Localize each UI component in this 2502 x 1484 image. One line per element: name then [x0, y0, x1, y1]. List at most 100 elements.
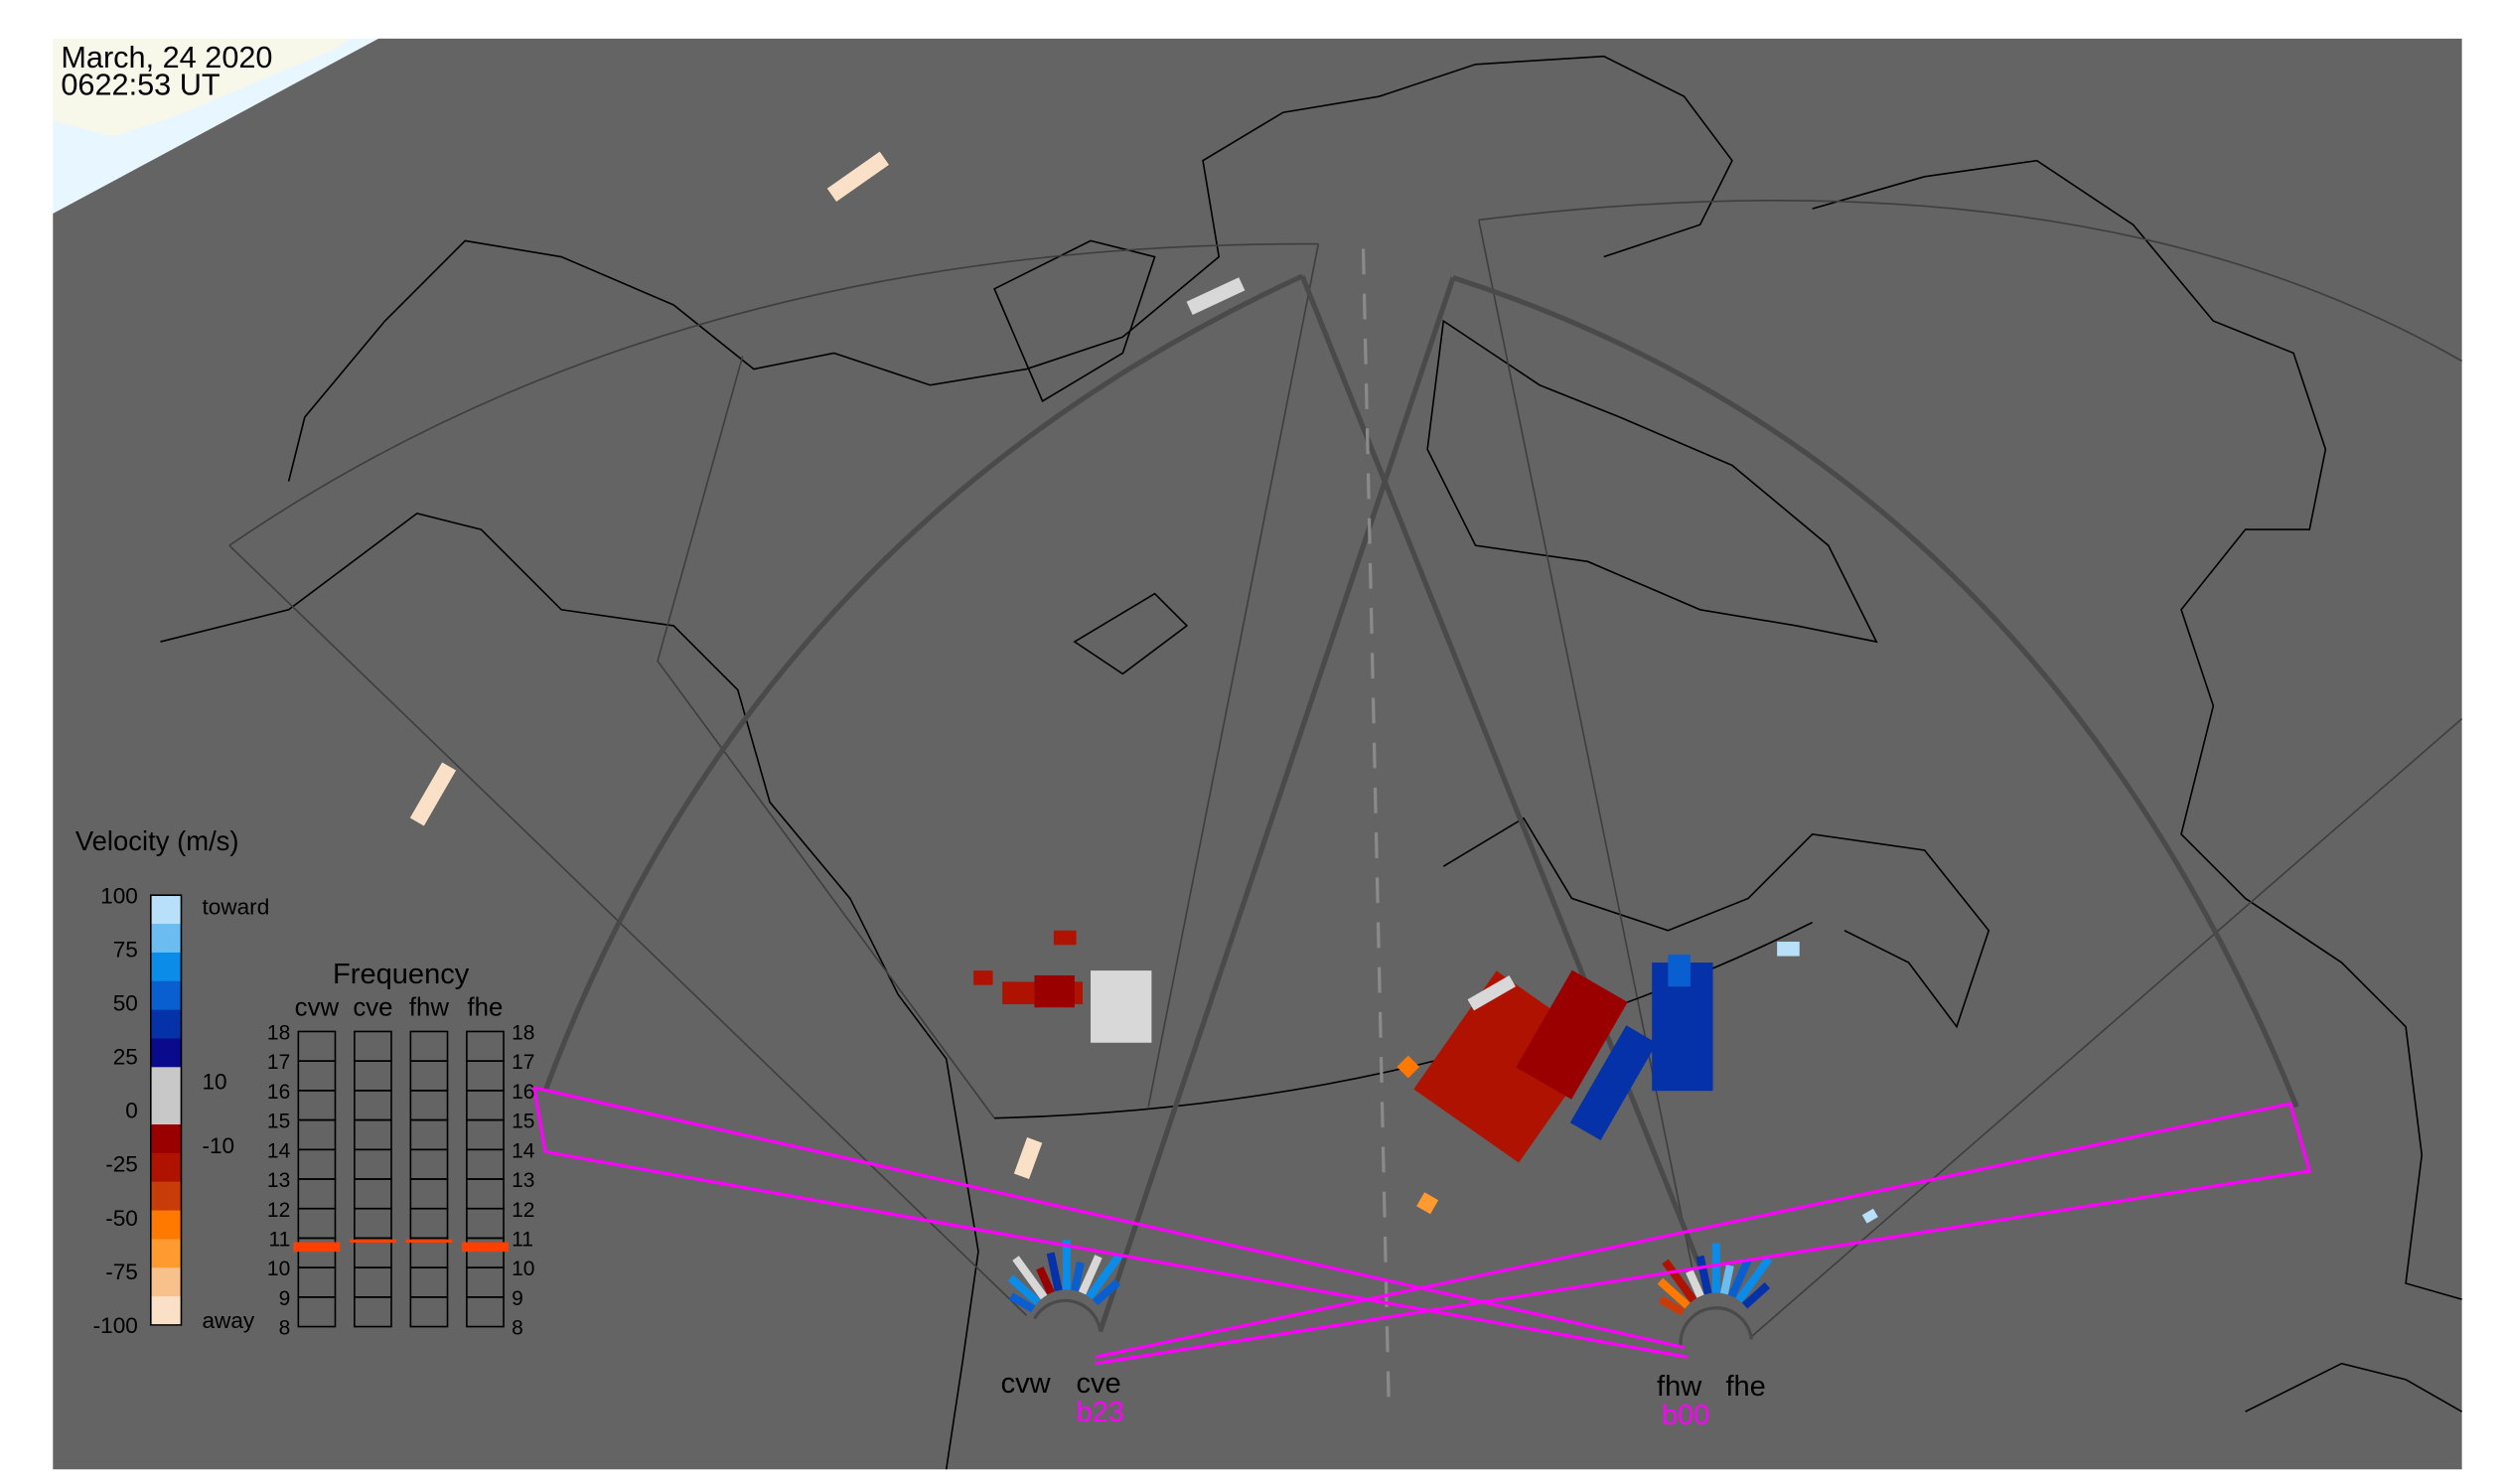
velocity-cell: [1091, 970, 1152, 1043]
frequency-marker: [462, 1242, 509, 1253]
velocity-cell: [1569, 1025, 1658, 1140]
velocity-beam-cell: [1070, 1261, 1085, 1292]
site-label-fhe: fhe: [1725, 1371, 1765, 1403]
frequency-axis-tick: 8: [279, 1317, 291, 1340]
frequency-axis-tick: 18: [512, 1022, 534, 1045]
colorbar-tick: 0: [125, 1099, 138, 1123]
velocity-cell: [1516, 969, 1628, 1100]
frequency-axis-tick: 13: [512, 1169, 534, 1192]
colorbar-toward-label: toward: [202, 895, 269, 920]
frequency-cell: [466, 1296, 505, 1328]
colorbar-away-label: away: [202, 1308, 254, 1333]
velocity-cell: [1186, 277, 1246, 315]
colorbar-tick: 50: [113, 990, 138, 1015]
frequency-axis-tick: 17: [267, 1051, 290, 1074]
frequency-title: Frequency: [333, 959, 470, 990]
velocity-cell: [826, 151, 889, 202]
velocity-beam-cell: [1658, 1295, 1686, 1316]
time-label: 0622:53 UT: [61, 67, 221, 101]
beam-outlines: [532, 1086, 2312, 1366]
frequency-axis-tick: 10: [512, 1258, 534, 1280]
colorbar-segment: [150, 1210, 182, 1241]
colorbar-segment: [150, 1038, 182, 1069]
fov-outlines: [228, 200, 2463, 1412]
colorbar-segment: [150, 1267, 182, 1297]
velocity-cell: [1397, 1055, 1420, 1079]
map-background-land: [53, 38, 349, 137]
frequency-marker: [293, 1242, 341, 1253]
velocity-beam-cell: [1078, 1255, 1103, 1295]
velocity-beam-cell: [1008, 1292, 1036, 1313]
frequency-cell: [354, 1296, 392, 1328]
velocity-beam-cell: [1657, 1277, 1691, 1309]
velocity-cell: [1668, 954, 1691, 987]
frequency-axis-tick: 8: [512, 1317, 523, 1340]
frequency-cell: [297, 1296, 337, 1328]
velocity-beam-cell: [1662, 1259, 1697, 1303]
frequency-axis-tick: 15: [267, 1111, 290, 1133]
velocity-beam-cell: [1727, 1258, 1752, 1298]
site-label-cve: cve: [1076, 1368, 1120, 1400]
colorbar-segment: [150, 895, 182, 925]
frequency-marker: [350, 1239, 396, 1244]
frequency-axis-tick: 9: [279, 1287, 291, 1310]
frequency-axis-tick: 10: [267, 1258, 290, 1280]
colorbar-title: Velocity (m/s): [75, 825, 239, 856]
colorbar-tick: -25: [105, 1152, 138, 1177]
velocity-cell: [1777, 942, 1800, 957]
frequency-radar-label: fhw: [409, 993, 450, 1021]
colorbar-segment: [150, 924, 182, 954]
frequency-axis-tick: 15: [512, 1111, 534, 1133]
velocity-beam-cell: [1046, 1252, 1063, 1292]
colorbar-tick: -75: [105, 1260, 138, 1284]
velocity-beam-cell: [1007, 1274, 1041, 1306]
frequency-radar-label: cvw: [295, 993, 340, 1021]
colorbar-segment: [150, 1239, 182, 1269]
velocity-cell: [1467, 975, 1516, 1011]
frequency-axis-tick: 12: [512, 1199, 534, 1222]
date-label: March, 24 2020: [61, 40, 272, 74]
velocity-cell: [1053, 930, 1077, 946]
colorbar-segment: [150, 980, 182, 1011]
colorbar-tick: 25: [113, 1045, 138, 1070]
frequency-axis-tick: 12: [267, 1199, 290, 1222]
site-label-cvw: cvw: [1001, 1368, 1052, 1400]
coastlines: [160, 55, 2463, 1470]
colorbar-label-minus10: -10: [202, 1133, 234, 1158]
velocity-cell: [1861, 1208, 1878, 1224]
velocity-beam-cell: [1741, 1281, 1771, 1309]
beam-label-cve: b23: [1076, 1397, 1123, 1428]
colorbar-segment: [150, 952, 182, 982]
velocity-beam-cell: [1092, 1278, 1121, 1306]
colorbar-segment: [150, 1152, 182, 1183]
frequency-axis-tick: 14: [267, 1139, 291, 1162]
colorbar-segment: [150, 1296, 182, 1326]
colorbar-segment: [150, 1181, 182, 1212]
site-label-fhw: fhw: [1657, 1371, 1702, 1403]
frequency-radar-label: fhe: [468, 993, 504, 1021]
frequency-radar-label: cve: [353, 993, 392, 1021]
velocity-beam-cell: [1086, 1253, 1123, 1300]
velocity-cell: [973, 970, 993, 985]
frequency-axis-tick: 9: [512, 1287, 523, 1310]
frequency-axis-tick: 14: [512, 1139, 535, 1162]
colorbar-segment: [150, 1009, 182, 1040]
velocity-beam-cell: [1686, 1269, 1704, 1298]
frequency-axis-tick: 11: [512, 1229, 533, 1252]
velocity-cell: [1416, 1192, 1439, 1215]
velocity-data: [409, 151, 1878, 1316]
frequency-axis-tick: 18: [267, 1022, 290, 1045]
frequency-axis-tick: 11: [268, 1229, 290, 1252]
colorbar-tick: -100: [93, 1313, 138, 1338]
frequency-axis-tick: 16: [267, 1081, 290, 1104]
map-panel: [53, 38, 2462, 1470]
velocity-beam-cell: [1735, 1256, 1773, 1303]
colorbar-tick: -50: [105, 1206, 138, 1231]
velocity-beam-cell: [1719, 1264, 1734, 1295]
frequency-axis-tick: 16: [512, 1081, 534, 1104]
colorbar-segment: [150, 1124, 182, 1154]
frequency-marker: [405, 1239, 453, 1244]
colorbar-tick: 75: [113, 937, 138, 962]
